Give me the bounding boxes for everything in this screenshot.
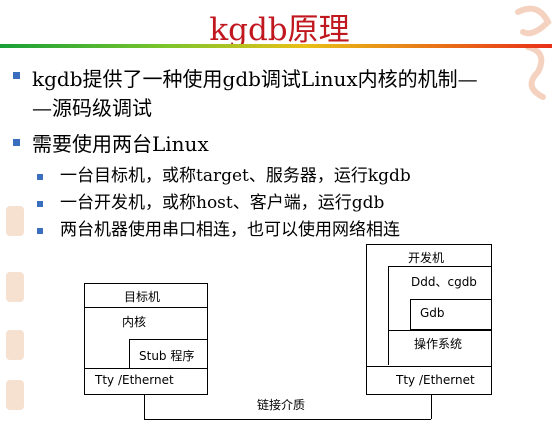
bullet-text-continuation: —源码级调试 — [32, 96, 152, 120]
link-medium-label: 链接介质 — [257, 398, 306, 412]
host-port-label: Tty /Ethernet — [396, 373, 475, 387]
title-underline — [0, 44, 552, 48]
target-machine-title: 目标机 — [124, 290, 161, 304]
host-connector — [431, 395, 432, 419]
host-os-divider — [388, 330, 492, 331]
ddd-cgdb-label: Ddd、cgdb — [411, 275, 477, 289]
target-port-divider — [84, 368, 208, 369]
background-decoration — [508, 2, 556, 102]
host-machine-title: 开发机 — [408, 251, 445, 265]
target-title-divider — [84, 307, 208, 308]
target-connector — [144, 395, 145, 419]
sub-bullet-marker — [37, 174, 43, 180]
left-decoration — [0, 200, 30, 430]
slide-title: kgdb原理 — [209, 12, 350, 48]
target-kernel-label: 内核 — [122, 315, 147, 329]
target-port-label: Tty /Ethernet — [95, 373, 174, 387]
sub-bullet-text: 两台机器使用串口相连，也可以使用网络相连 — [60, 220, 400, 240]
gdb-box — [410, 299, 492, 330]
sub-bullet-marker — [37, 201, 43, 207]
bullet-marker — [13, 72, 20, 79]
link-medium-line — [144, 419, 431, 420]
side-decoration-icon — [6, 206, 24, 410]
sub-bullet-marker — [37, 228, 43, 234]
sub-bullet-text: 一台开发机，或称host、客户端，运行gdb — [60, 193, 385, 213]
bullet-text: 需要使用两台Linux — [32, 132, 209, 156]
stub-program-label: Stub 程序 — [139, 349, 195, 363]
host-title-divider — [388, 266, 492, 267]
host-os-label: 操作系统 — [414, 337, 463, 351]
host-port-divider — [366, 366, 492, 367]
bullet-text: kgdb提供了一种使用gdb调试Linux内核的机制— — [32, 67, 478, 91]
sub-bullet-text: 一台目标机，或称target、服务器，运行kgdb — [60, 166, 411, 186]
host-inner-border — [388, 266, 389, 365]
bullet-marker — [13, 139, 20, 146]
gdb-label: Gdb — [420, 306, 445, 320]
calligraphy-decoration-icon — [515, 5, 552, 100]
